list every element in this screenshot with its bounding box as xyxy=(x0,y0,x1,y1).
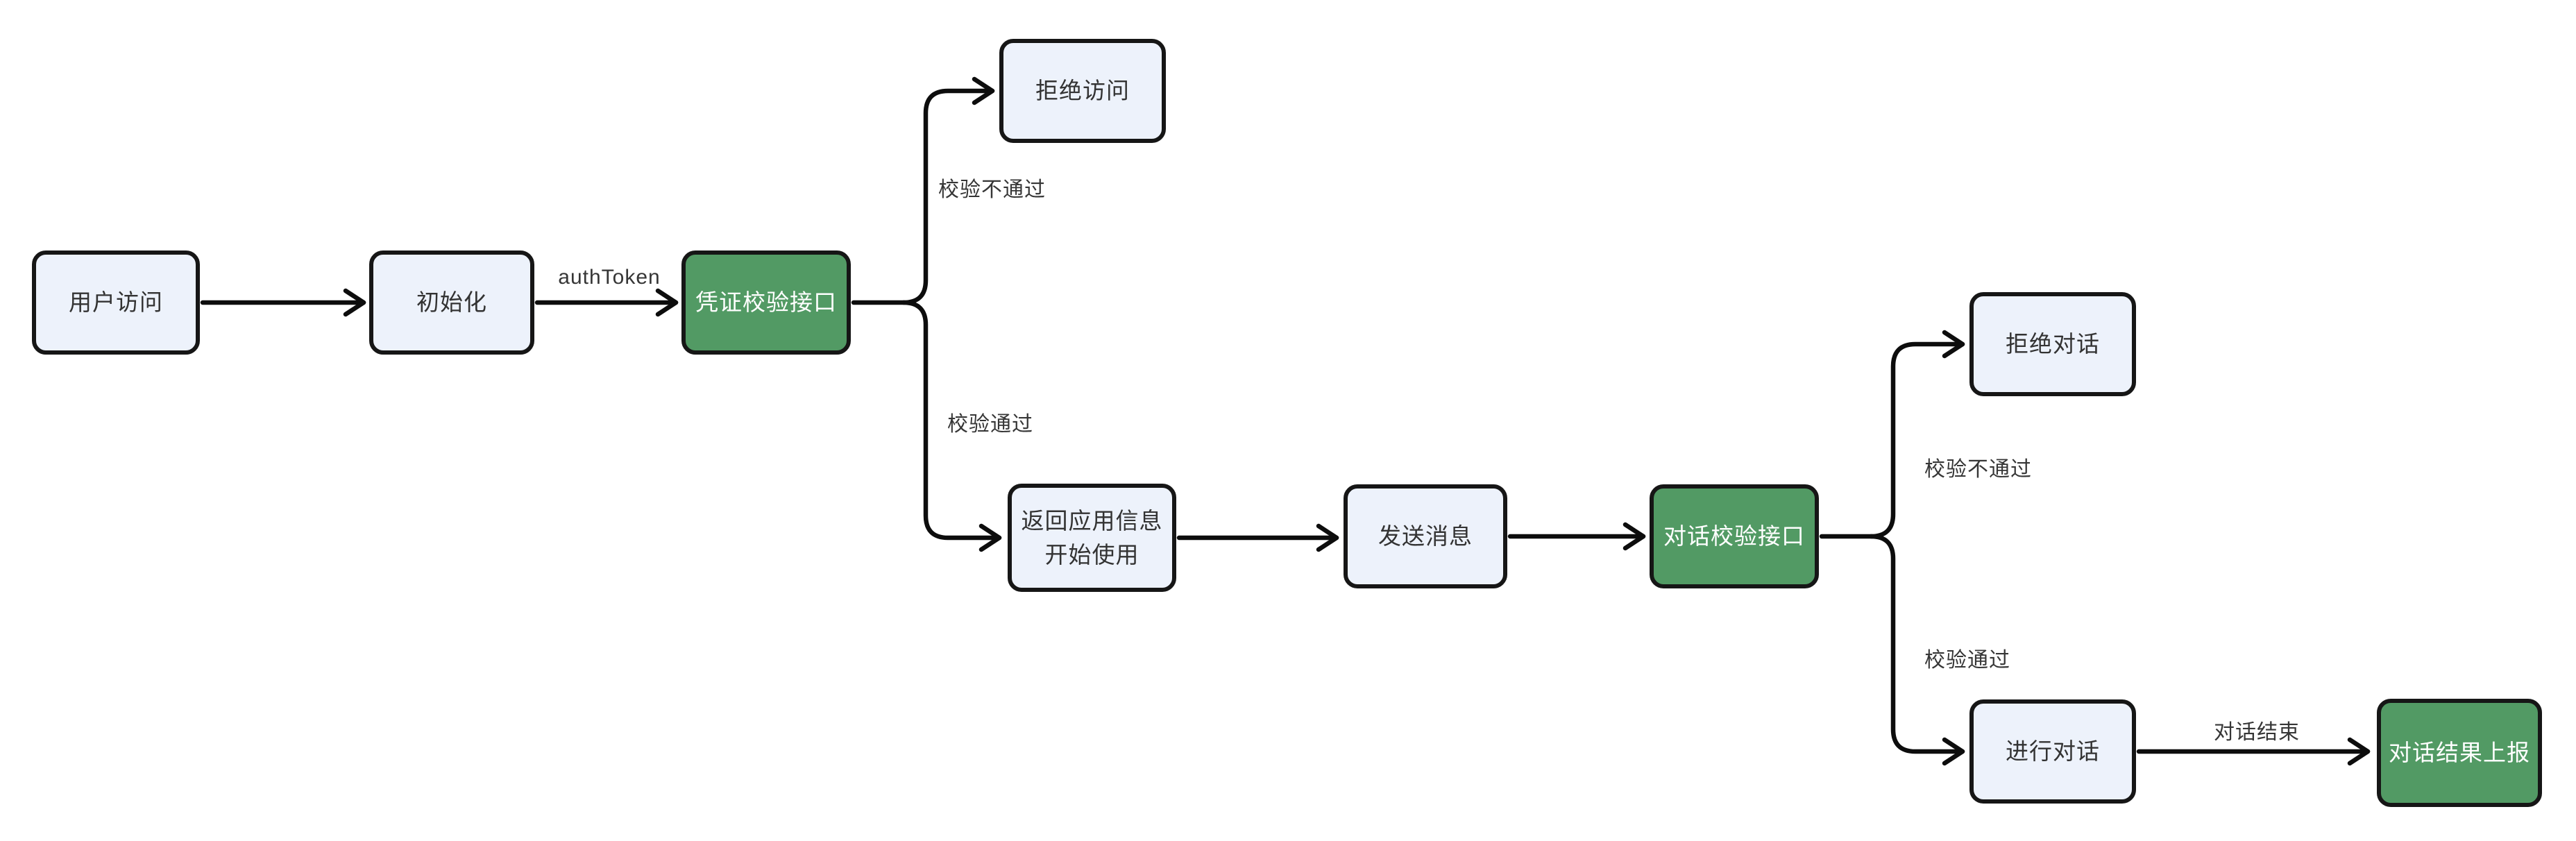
node-deny-dialog: 拒绝对话 xyxy=(1969,292,2136,396)
edge-cred-check-to-return-info xyxy=(901,300,1002,552)
edge-label-check-pass-1: 校验通过 xyxy=(947,413,1033,436)
edge-label-dialog-end: 对话结束 xyxy=(2214,721,2300,744)
node-dialog-check: 对话校验接口 xyxy=(1650,484,1819,588)
edge-label-check-fail-2: 校验不通过 xyxy=(1924,458,2032,481)
edge-label-auth-token: authToken xyxy=(558,266,661,289)
node-deny-access: 拒绝访问 xyxy=(999,39,1166,143)
edge-label-check-fail-1: 校验不通过 xyxy=(938,178,1046,201)
node-init: 初始化 xyxy=(369,250,534,355)
edge-label-check-pass-2: 校验通过 xyxy=(1924,649,2010,672)
node-user-access: 用户访问 xyxy=(32,250,200,355)
edge-dialog-check-to-do-dialog xyxy=(1868,534,1965,766)
node-cred-check: 凭证校验接口 xyxy=(681,250,851,355)
node-return-info: 返回应用信息 开始使用 xyxy=(1008,484,1176,592)
node-report-result: 对话结果上报 xyxy=(2377,699,2542,807)
node-send-message: 发送消息 xyxy=(1344,484,1507,588)
node-do-dialog: 进行对话 xyxy=(1969,699,2136,804)
edge-dialog-check-to-deny-dialog xyxy=(1819,330,1965,539)
